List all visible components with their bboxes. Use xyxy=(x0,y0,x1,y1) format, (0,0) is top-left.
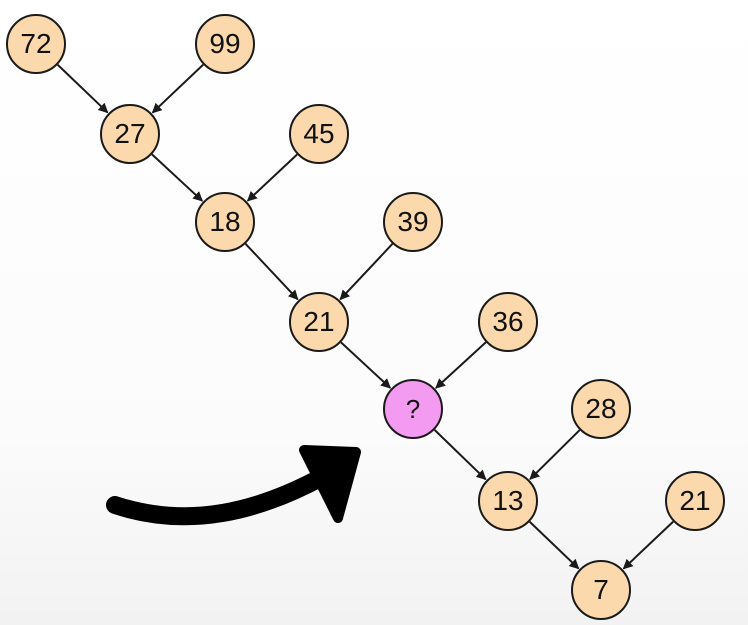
node-39: 39 xyxy=(383,192,443,252)
node-45: 45 xyxy=(289,104,349,164)
edge-n21a-to-nq xyxy=(340,341,391,389)
pointer-arrow xyxy=(106,445,361,526)
node-unknown: ? xyxy=(383,379,443,439)
edge-n21b-to-n7 xyxy=(622,520,674,570)
node-27: 27 xyxy=(100,104,160,164)
edge-n36-to-nq xyxy=(435,341,487,389)
node-99: 99 xyxy=(195,14,255,74)
edge-n39-to-n21a xyxy=(339,243,394,301)
node-21-lower: 21 xyxy=(665,471,725,531)
edge-n18-to-n21a xyxy=(244,243,299,301)
node-72: 72 xyxy=(6,14,66,74)
node-36: 36 xyxy=(478,292,538,352)
edge-n27-to-n18 xyxy=(151,153,203,202)
pointer-arrow-curve xyxy=(106,469,329,526)
edge-n28-to-n13 xyxy=(529,429,581,480)
edge-n72-to-n27 xyxy=(56,64,109,114)
node-28: 28 xyxy=(571,379,631,439)
pointer-arrow-head xyxy=(299,445,361,523)
node-21-upper: 21 xyxy=(289,292,349,352)
edge-nq-to-n13 xyxy=(433,429,487,481)
node-13: 13 xyxy=(478,471,538,531)
edge-n13-to-n7 xyxy=(528,521,580,570)
edge-n99-to-n27 xyxy=(151,63,204,114)
node-7: 7 xyxy=(571,560,631,620)
edge-n45-to-n18 xyxy=(246,153,298,202)
node-18: 18 xyxy=(195,192,255,252)
